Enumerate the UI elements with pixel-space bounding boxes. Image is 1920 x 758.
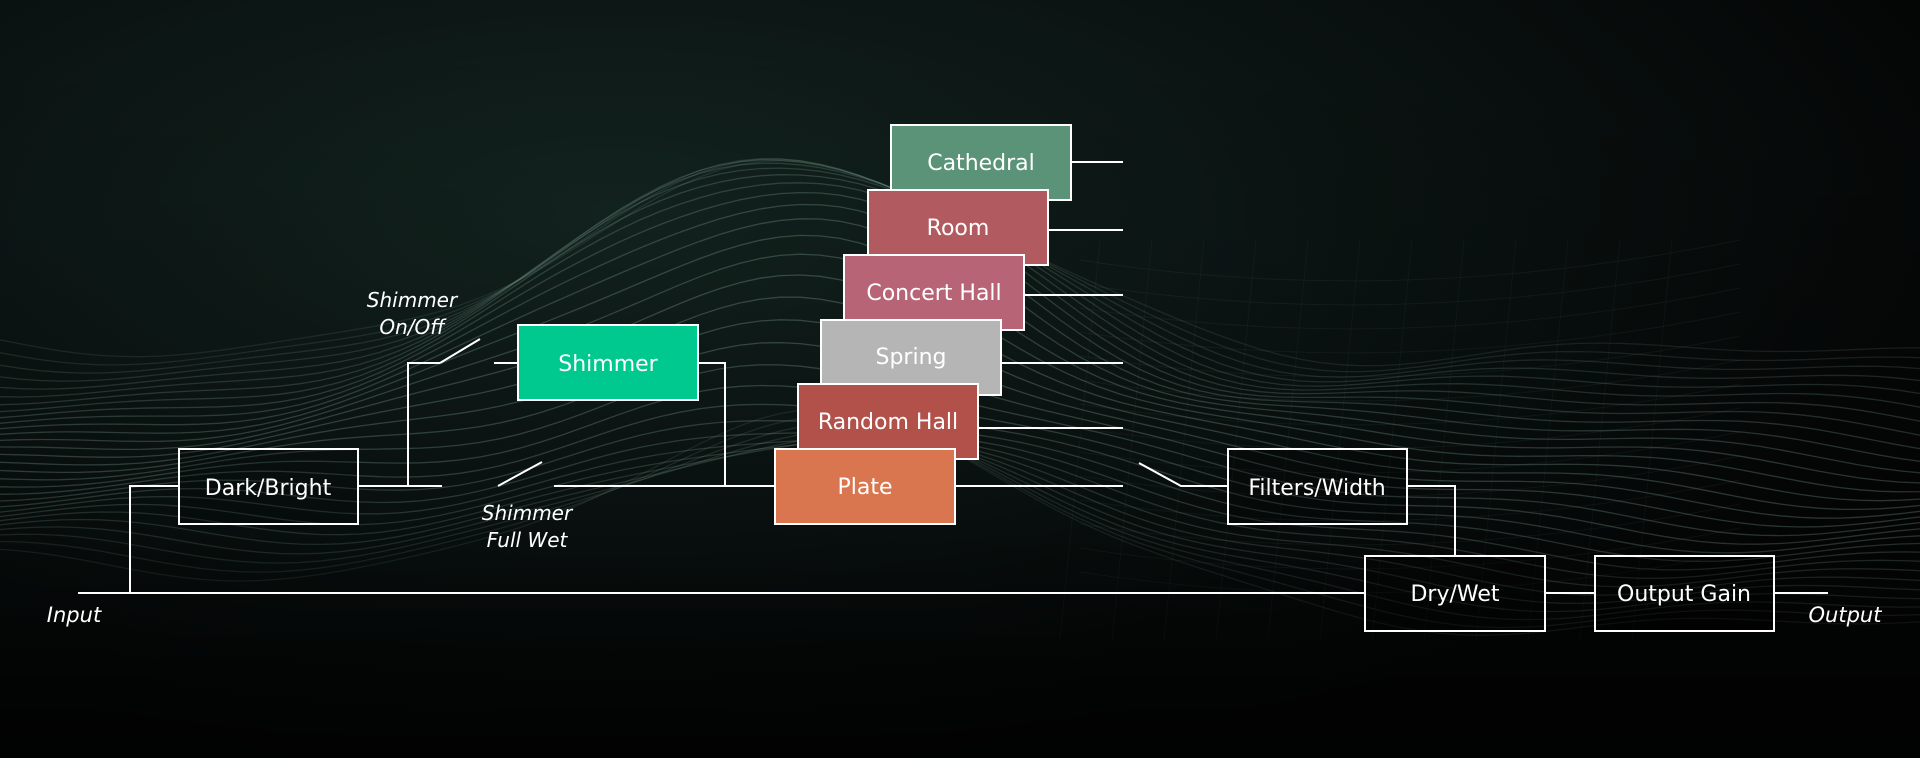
shimmer-on-off-label-line2: On/Off	[379, 315, 447, 339]
concert-hall-label: Concert Hall	[866, 281, 1001, 306]
shimmer-on-off-label-line1: Shimmer	[367, 288, 459, 312]
input-label: Input	[47, 603, 102, 627]
shimmer-block[interactable]: Shimmer	[517, 324, 699, 401]
dry-wet-block[interactable]: Dry/Wet	[1364, 555, 1546, 632]
filters-width-block[interactable]: Filters/Width	[1227, 448, 1408, 525]
random-hall-block[interactable]: Random Hall	[797, 383, 979, 460]
output-label: Output	[1809, 603, 1883, 627]
random-hall-label: Random Hall	[818, 410, 958, 435]
input-to-dark-bright-line	[129, 485, 179, 593]
spring-label: Spring	[876, 345, 947, 370]
reverb-selector-switch[interactable]	[1138, 462, 1228, 487]
shimmer-full-wet-label-line1: Shimmer	[482, 501, 574, 525]
cathedral-block[interactable]: Cathedral	[890, 124, 1072, 201]
shimmer-full-wet-switch[interactable]	[497, 461, 543, 487]
room-block[interactable]: Room	[867, 189, 1049, 266]
shimmer-full-wet-label-line2: Full Wet	[487, 528, 569, 552]
output-gain-block[interactable]: Output Gain	[1594, 555, 1775, 632]
spring-block[interactable]: Spring	[820, 319, 1002, 396]
filters-to-dry-wet-line	[1407, 485, 1456, 556]
dark-bright-block[interactable]: Dark/Bright	[178, 448, 359, 525]
shimmer-block-fill	[517, 324, 699, 401]
plate-block[interactable]: Plate	[774, 448, 956, 525]
shimmer-branch-line	[407, 362, 440, 486]
room-label: Room	[927, 216, 990, 241]
signal-lines	[78, 161, 1828, 594]
shimmer-return-line	[698, 362, 726, 486]
concert-hall-block[interactable]: Concert Hall	[843, 254, 1025, 331]
dark-bright-label: Dark/Bright	[205, 476, 332, 501]
shimmer-label: Shimmer	[558, 352, 658, 377]
plate-label: Plate	[837, 475, 892, 500]
output-gain-label: Output Gain	[1617, 582, 1751, 607]
dry-wet-label: Dry/Wet	[1410, 582, 1499, 607]
shimmer-on-off-switch[interactable]	[439, 338, 481, 364]
cathedral-label: Cathedral	[927, 151, 1035, 176]
filters-width-label: Filters/Width	[1248, 476, 1385, 501]
